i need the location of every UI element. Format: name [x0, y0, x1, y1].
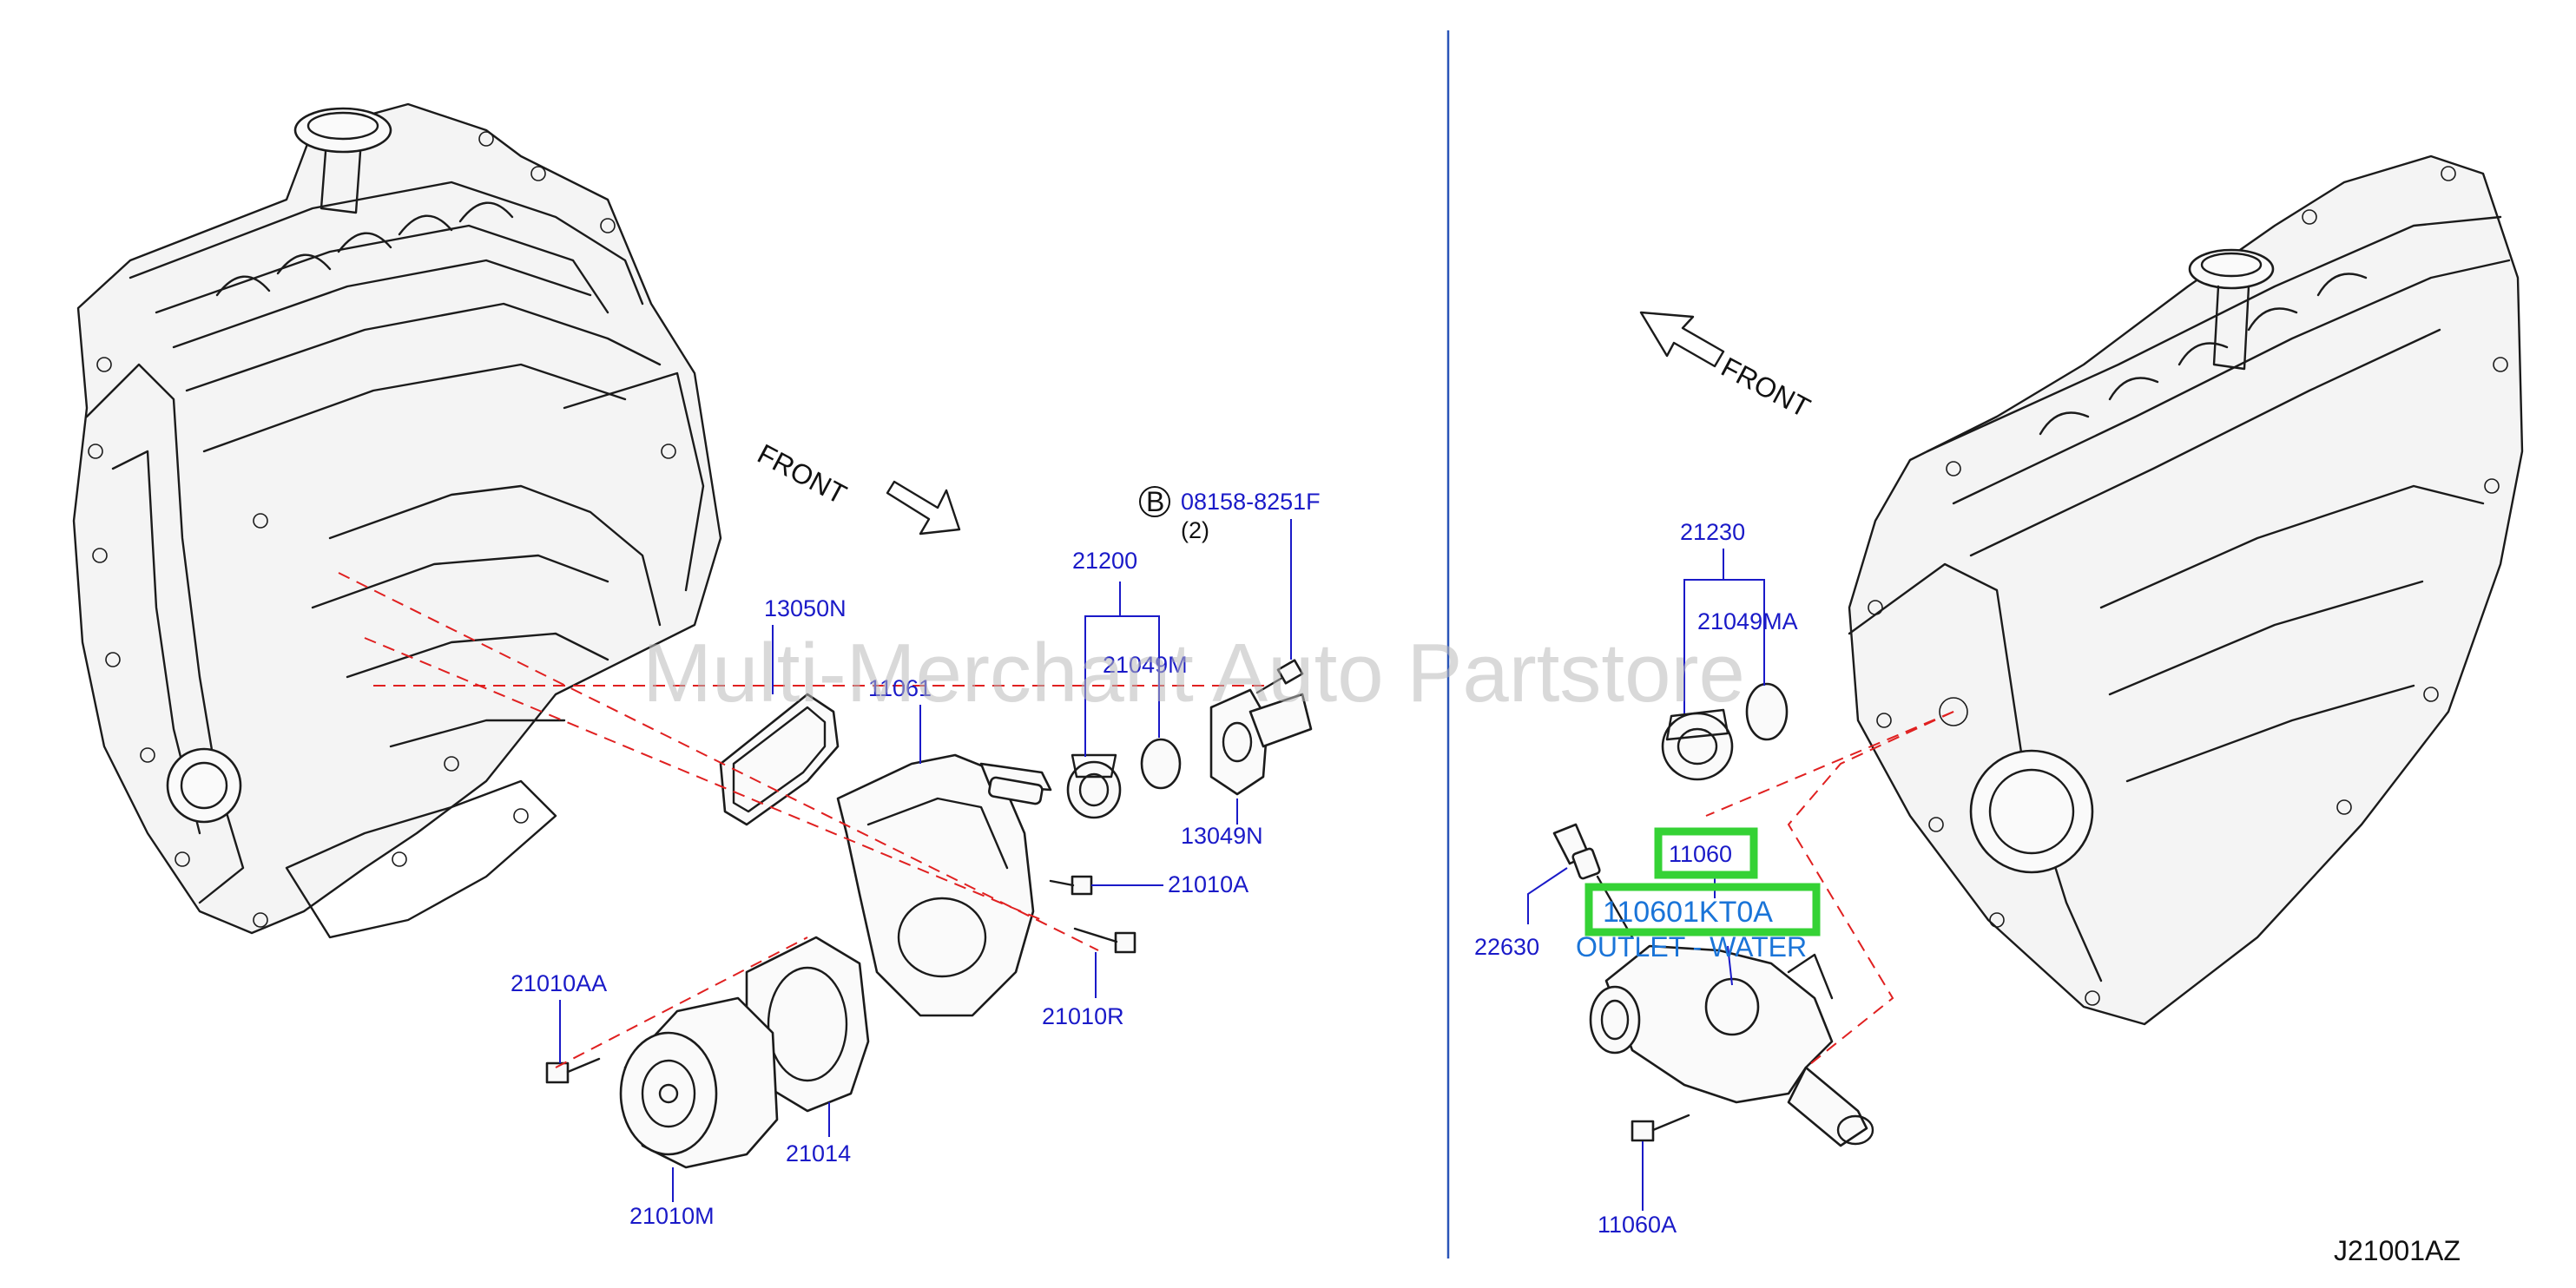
gasket-13050n	[719, 693, 840, 826]
thermostat-21230	[1661, 708, 1734, 781]
label-11061: 11061	[868, 675, 932, 701]
front-label-right: FRONT	[1716, 351, 1815, 424]
bolt-11060a	[1631, 1114, 1690, 1142]
label-13050n: 13050N	[764, 595, 847, 621]
oring-21049m	[1140, 738, 1182, 790]
left-assembly-lines	[338, 572, 1272, 1068]
right-labels: 21230 21049MA 22630 11060A	[1474, 519, 1798, 1238]
label-21010a: 21010A	[1168, 871, 1248, 897]
front-label-left: FRONT	[753, 437, 852, 510]
bolt-08158	[1255, 659, 1304, 694]
right-engine-block	[1848, 154, 2524, 1026]
label-21010aa: 21010AA	[511, 970, 607, 996]
label-21010r: 21010R	[1042, 1003, 1124, 1029]
label-21200: 21200	[1072, 548, 1137, 574]
label-13049n: 13049N	[1181, 823, 1263, 849]
label-21010m: 21010M	[629, 1203, 715, 1229]
thermostat-housing-13049n	[1209, 688, 1313, 796]
highlight-callout[interactable]: 11060 110601KT0A OUTLET - WATER	[1576, 827, 1821, 963]
label-11060[interactable]: 11060	[1669, 841, 1732, 867]
bolt-21010a	[1049, 875, 1093, 896]
label-21014: 21014	[786, 1140, 851, 1166]
front-arrow-left: FRONT	[753, 437, 961, 536]
bolt-21010aa	[545, 1057, 601, 1084]
label-21230: 21230	[1680, 519, 1745, 545]
highlight-part-number[interactable]: 110601KT0A	[1603, 896, 1773, 929]
left-engine-block	[72, 102, 722, 939]
label-21049m: 21049M	[1103, 652, 1188, 678]
bolt-21010r	[1073, 927, 1136, 954]
highlight-box-part-number[interactable]	[1584, 883, 1821, 936]
label-08158-8251f: 08158-8251F	[1181, 489, 1321, 515]
label-08158-qty: (2)	[1181, 517, 1209, 543]
water-pump-21010m	[619, 996, 779, 1169]
highlight-part-name: OUTLET - WATER	[1576, 931, 1807, 963]
right-assembly-lines	[1705, 711, 1954, 1068]
water-outlet-11060	[1589, 944, 1874, 1147]
thermostat-21200	[1066, 753, 1122, 819]
highlight-box-11060[interactable]	[1654, 827, 1758, 879]
left-labels: B 08158-8251F (2) 21200 21049M 13050N 11…	[511, 486, 1321, 1229]
front-arrow-right: FRONT	[1639, 311, 1815, 424]
label-22630: 22630	[1474, 934, 1539, 960]
label-21049ma: 21049MA	[1697, 608, 1798, 634]
watermark: Multi-Merchant Auto Partstore	[642, 627, 1745, 720]
bolt-marker-b: B	[1146, 486, 1164, 517]
label-11060a: 11060A	[1598, 1212, 1677, 1238]
oring-21049ma	[1745, 682, 1789, 741]
water-inlet-housing-11061	[836, 753, 1052, 1017]
diagram-code: J21001AZ	[2334, 1235, 2461, 1266]
